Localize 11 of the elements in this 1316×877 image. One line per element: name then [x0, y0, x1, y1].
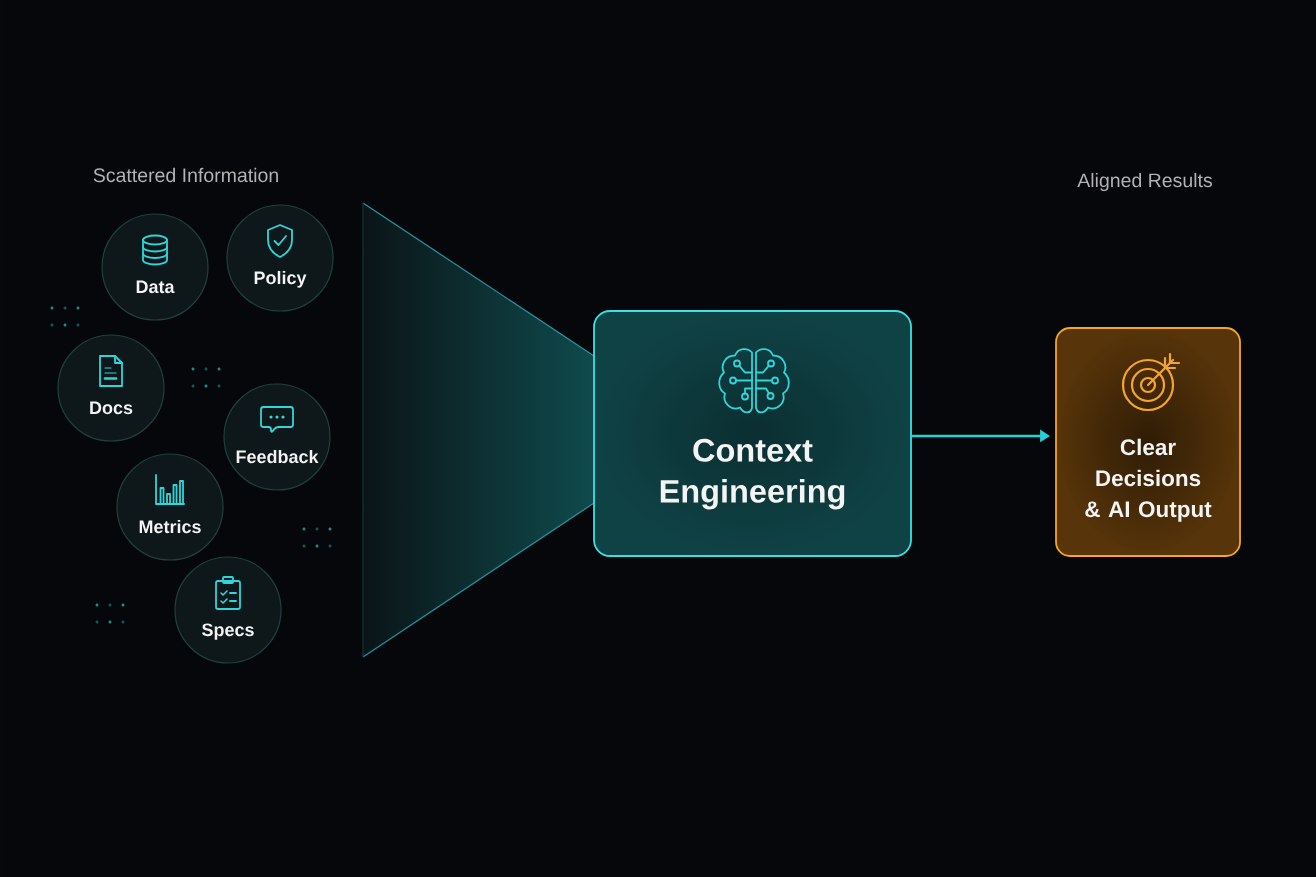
funnel-shape [362, 202, 595, 658]
circle-node: Feedback [223, 383, 331, 491]
section-heading: Aligned Results [1077, 172, 1212, 192]
circle-node: Metrics [116, 453, 224, 561]
circle-node: Specs [174, 556, 282, 664]
output-box: Clear Decisions & AI Output [1055, 327, 1241, 557]
process-box: Context Engineering [593, 310, 912, 557]
section-heading: Scattered Information [93, 167, 278, 183]
circle-node: Data [101, 213, 209, 321]
circle-node: Policy [226, 204, 334, 312]
circle-node: Docs [57, 334, 165, 442]
